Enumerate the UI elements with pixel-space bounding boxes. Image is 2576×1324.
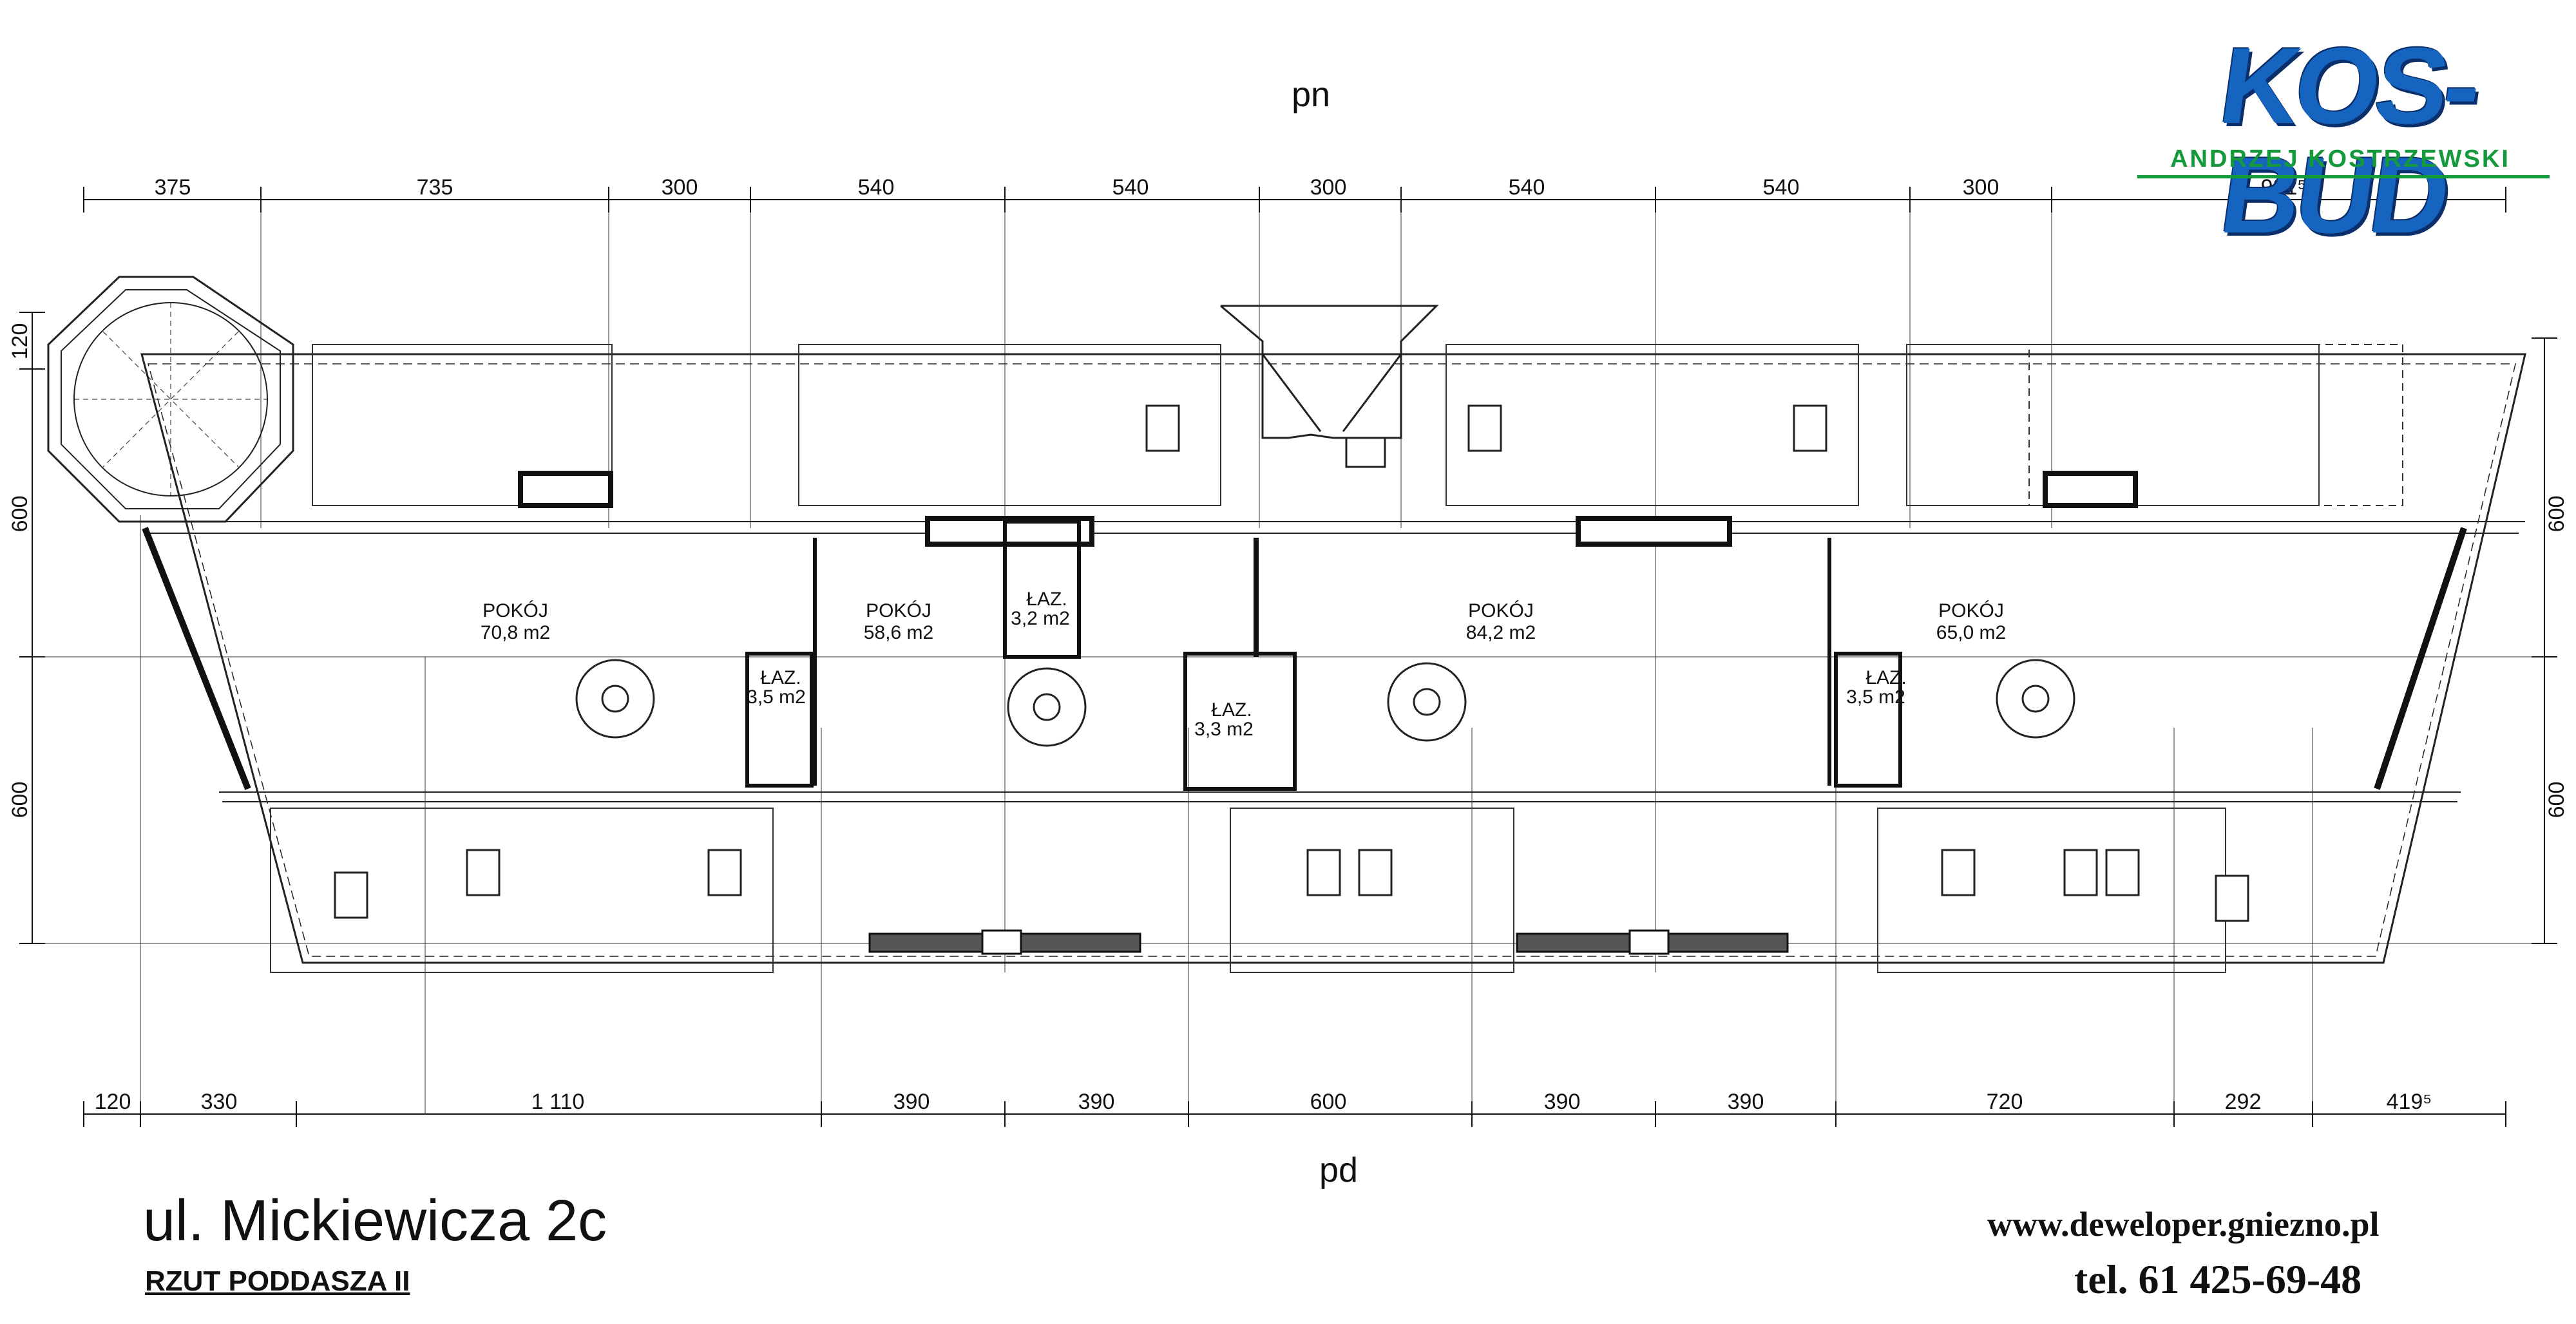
room-3-area: 3,2 m2	[1011, 608, 1070, 629]
bottom-dimension-labels: 120 330 1 110 390 390 600 390 390 720 29…	[95, 1090, 2432, 1114]
spiral-stairs	[575, 659, 2075, 747]
left-dim-3: 600	[8, 782, 32, 818]
room-labels: POKÓJ 70,8 m2 POKÓJ 58,6 m2 ŁAZ. 3,2 m2 …	[481, 589, 2006, 740]
top-dim-9: 300	[1963, 175, 1999, 200]
bottom-dim-6: 600	[1310, 1090, 1347, 1114]
company-logo: KOS-BUD ANDRZEJ KOSTRZEWSKI	[2132, 25, 2551, 256]
logo-owner: ANDRZEJ KOSTRZEWSKI	[2170, 146, 2510, 173]
website: www.deweloper.gniezno.pl	[1987, 1205, 2380, 1244]
top-dim-1: 375	[155, 175, 191, 200]
room-1-area: 70,8 m2	[481, 622, 550, 643]
top-dim-6: 300	[1310, 175, 1347, 200]
octagon-tower	[47, 276, 294, 523]
bottom-dim-7: 390	[1544, 1090, 1581, 1114]
room-4-name: POKÓJ	[1468, 600, 1534, 621]
walls	[518, 471, 2138, 955]
left-dim-2: 600	[8, 496, 32, 533]
bottom-dim-2: 330	[201, 1090, 238, 1114]
bottom-dim-1: 120	[95, 1090, 131, 1114]
room-7-name: ŁAZ.	[1211, 699, 1252, 721]
room-8-area: 3,5 m2	[1846, 686, 1905, 708]
south-label: pd	[1319, 1151, 1358, 1189]
room-8-name: ŁAZ.	[1865, 667, 1906, 688]
top-dim-4: 540	[858, 175, 895, 200]
top-dim-10: 981⁵	[2261, 175, 2307, 200]
left-dim-1: 120	[8, 323, 32, 360]
room-2-name: POKÓJ	[866, 600, 931, 621]
bottom-dim-9: 720	[1987, 1090, 2023, 1114]
room-2-area: 58,6 m2	[864, 622, 933, 643]
room-5-name: POKÓJ	[1938, 600, 2004, 621]
top-dim-3: 300	[662, 175, 698, 200]
top-dim-5: 540	[1112, 175, 1149, 200]
room-7-area: 3,3 m2	[1194, 719, 1254, 740]
roof-panels	[270, 344, 2403, 973]
right-dim-1: 600	[2544, 496, 2569, 533]
side-dimension-labels: 120 600 600 600 600	[8, 323, 2569, 818]
dimension-lines	[19, 187, 2557, 1127]
room-6-area: 3,5 m2	[747, 686, 806, 708]
building-outline	[140, 305, 2526, 964]
roof-windows	[334, 404, 2249, 922]
top-dimension-labels: 375 735 300 540 540 300 540 540 300 981⁵	[155, 175, 2307, 200]
top-dim-2: 735	[417, 175, 453, 200]
room-5-area: 65,0 m2	[1936, 622, 2006, 643]
right-dim-2: 600	[2544, 782, 2569, 818]
phone: tel. 61 425-69-48	[2074, 1256, 2362, 1302]
side-walls	[142, 527, 2467, 790]
north-label: pn	[1292, 75, 1330, 114]
plan-name: RZUT PODDASZA II	[145, 1265, 410, 1297]
bottom-dim-4: 390	[893, 1090, 930, 1114]
room-4-area: 84,2 m2	[1466, 622, 1536, 643]
bottom-dim-5: 390	[1078, 1090, 1115, 1114]
bottom-dim-11: 419⁵	[2387, 1090, 2432, 1114]
address-title: ul. Mickiewicza 2c	[143, 1189, 607, 1253]
bottom-dim-10: 292	[2225, 1090, 2262, 1114]
room-1-name: POKÓJ	[482, 600, 548, 621]
logo-underline	[2137, 175, 2550, 178]
top-dim-8: 540	[1763, 175, 1800, 200]
bottom-dim-3: 1 110	[531, 1090, 585, 1114]
bottom-dim-8: 390	[1728, 1090, 1764, 1114]
room-3-name: ŁAZ.	[1026, 589, 1067, 610]
room-6-name: ŁAZ.	[760, 667, 801, 688]
top-dim-7: 540	[1509, 175, 1545, 200]
logo-brand: KOS-BUD	[2213, 25, 2486, 256]
